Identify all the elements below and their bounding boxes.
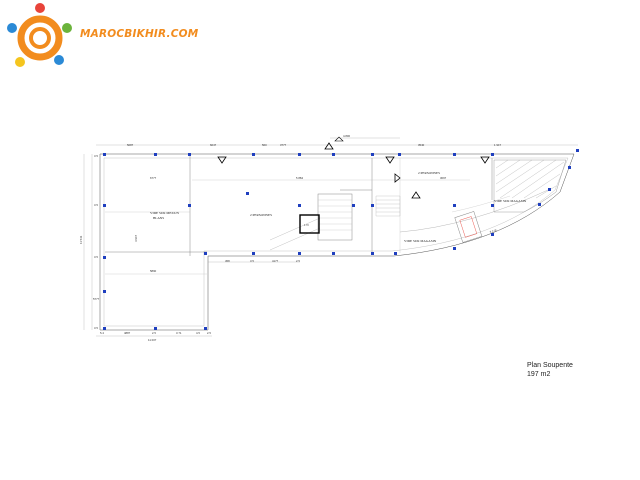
plan-area: 197 m2 <box>527 371 551 378</box>
level-marker-icon <box>324 142 334 150</box>
room-label: BLANS <box>153 216 164 220</box>
dimension-label: 3.71 <box>176 331 182 335</box>
dimension-label: 5.4 <box>100 331 104 335</box>
stair-right <box>375 195 401 217</box>
brand-name: MAROCBIKHIR.COM <box>80 28 199 40</box>
dimension-label: 4887 <box>124 331 131 335</box>
stair-core-label: 1.70 <box>304 224 309 227</box>
dimension-label: 3.5 <box>94 203 98 207</box>
plan-title: Plan Soupente <box>527 362 573 369</box>
level-marker-icon <box>480 156 490 164</box>
dimension-label: 6047 <box>210 143 217 147</box>
level-marker-icon <box>334 136 344 142</box>
dimension-label: 4.5 <box>196 331 200 335</box>
inner-wall <box>103 157 569 327</box>
stair-steps <box>318 199 352 231</box>
dimension-label: 3777 <box>280 143 287 147</box>
dimension-label: 1 947 <box>494 143 501 147</box>
dimension-label: 11 541 <box>79 235 83 244</box>
dimension-label: 11 007 <box>148 338 157 342</box>
level-marker-icon <box>394 173 401 183</box>
dimension-label: 3.5 <box>94 154 98 158</box>
dimension-label: 6777 <box>150 176 157 180</box>
dimension-label: 3.5 <box>94 326 98 330</box>
dimension-label: 4 947 <box>134 235 138 242</box>
slanted-stair <box>454 211 483 243</box>
level-marker-icon <box>411 191 421 199</box>
dimension-label: 4.800 <box>343 134 350 138</box>
dimension-label: 5890 <box>150 269 157 273</box>
room-label: VIDE SUR MEZZ/N <box>150 211 180 215</box>
dimension-label: 5087 <box>127 143 134 147</box>
column-markers <box>103 149 579 330</box>
level-marker-icon <box>385 156 395 164</box>
marocbikhir-logo-icon <box>7 3 72 67</box>
stair-block <box>317 193 353 241</box>
room-label: 2 PERSONNES <box>418 171 440 175</box>
stair-diagonal <box>269 217 321 251</box>
curved-wall <box>451 195 511 213</box>
dimension-label: 3 178 <box>489 228 497 234</box>
dimension-label: 5777 <box>93 297 100 301</box>
dimension-label: 560 <box>262 143 267 147</box>
hatched-area <box>493 159 567 213</box>
dimension-label: 2.5 <box>152 331 156 335</box>
dimension-label: 3.5 <box>94 255 98 259</box>
dimension-label: 3097 <box>440 176 447 180</box>
dimension-label: 5 884 <box>296 176 303 180</box>
stair-core-box <box>299 214 320 234</box>
room-label: 2 PERSONNES <box>250 213 272 217</box>
room-label: VIDE SUR MAGASIN <box>494 199 527 203</box>
dimension-label: 4177 <box>272 259 279 263</box>
plan-caption: Plan Soupente 197 m2 <box>527 361 573 379</box>
brand-logo[interactable]: MAROCBIKHIR.COM <box>4 2 198 72</box>
outer-wall <box>99 153 575 331</box>
room-label: VIDE SUR MAGASIN <box>404 239 437 243</box>
dimension-label: 2.5 <box>296 259 300 263</box>
dimension-label: 3540 <box>418 143 425 147</box>
level-marker-icon <box>217 156 227 164</box>
dimension-label: 458 <box>225 259 230 263</box>
dimension-label: 2.5 <box>207 331 211 335</box>
dimension-label: 3.5 <box>250 259 254 263</box>
